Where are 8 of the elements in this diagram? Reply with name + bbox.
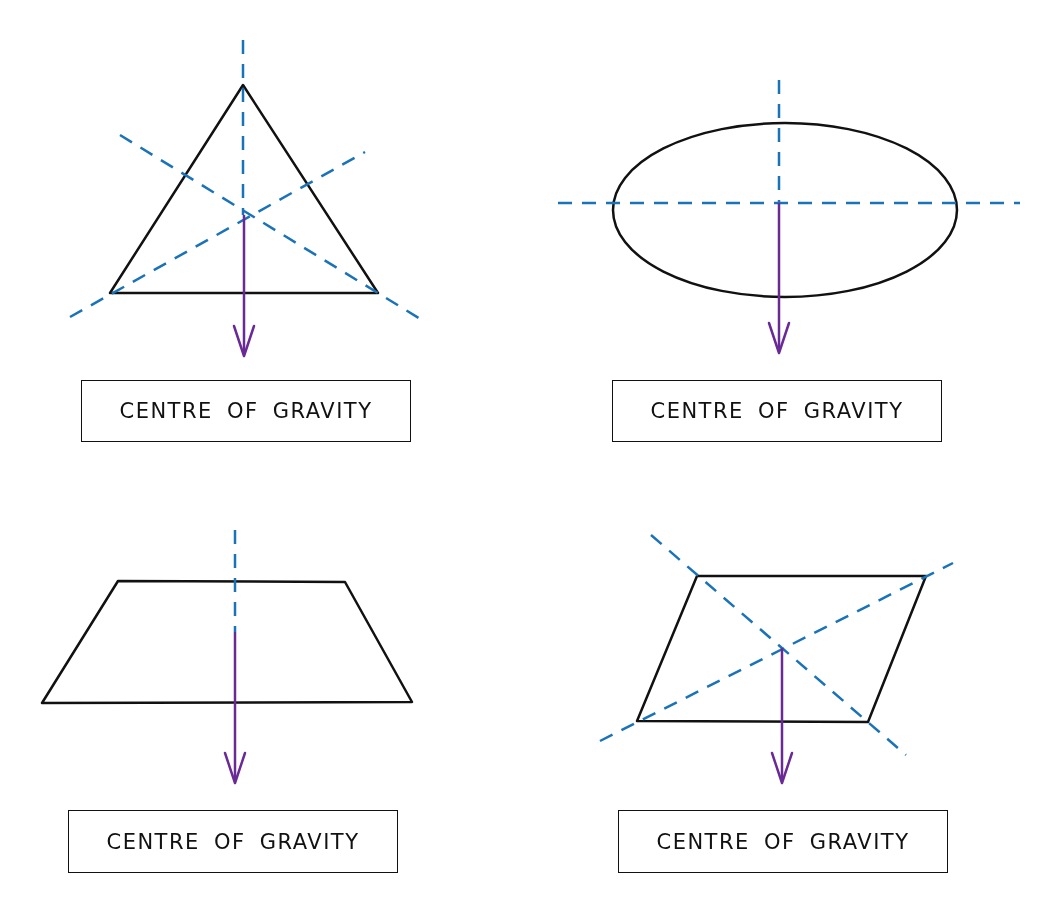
label-box — [618, 810, 948, 873]
label-box — [81, 380, 411, 442]
label-text: CENTRE OF GRAVITY — [106, 829, 360, 854]
label-text: CENTRE OF GRAVITY — [650, 399, 904, 423]
label-box — [68, 810, 398, 873]
label-text: CENTRE OF GRAVITY — [119, 399, 373, 423]
label-text: CENTRE OF GRAVITY — [656, 829, 910, 854]
label-box — [612, 380, 942, 442]
